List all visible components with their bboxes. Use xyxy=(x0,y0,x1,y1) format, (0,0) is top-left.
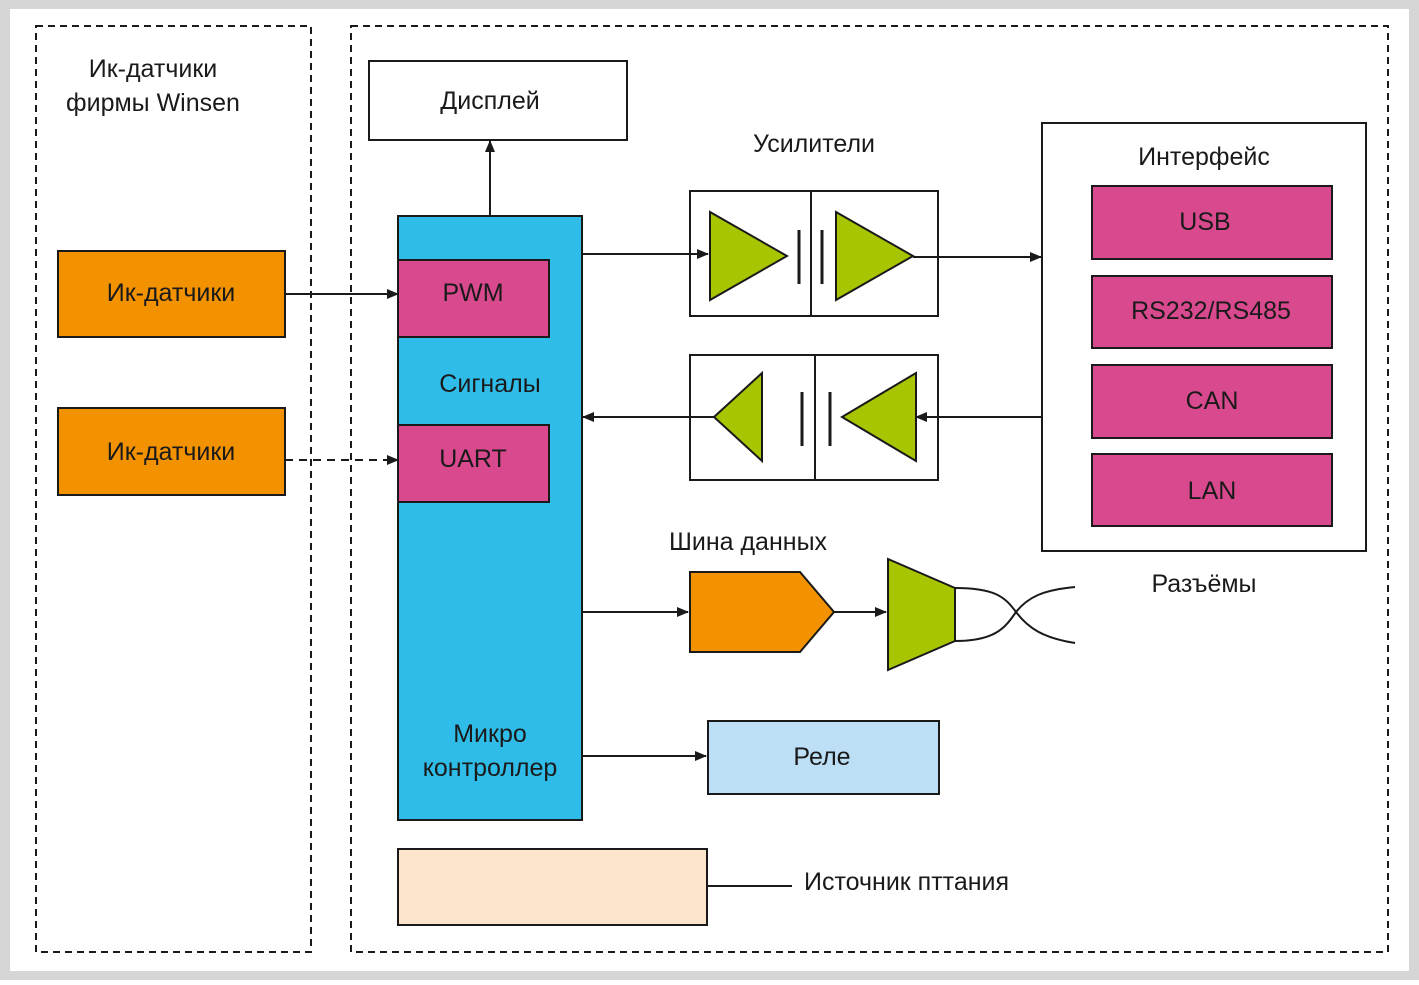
connectors-label: Разъёмы xyxy=(1151,570,1256,598)
interface-lan xyxy=(1091,453,1333,527)
sensors-title-line1: Ик-датчики xyxy=(89,55,218,83)
ir-sensor-box-1 xyxy=(57,250,286,338)
ir-sensor-label-2: Ик-датчики xyxy=(107,438,236,466)
interface-lan-label: LAN xyxy=(1188,477,1237,505)
mcu-label-line1: Микро xyxy=(453,720,527,748)
data-bus-encoder-shape xyxy=(689,571,836,653)
ir-sensor-box-2 xyxy=(57,407,286,496)
amplifier-triangle-icon xyxy=(712,370,763,464)
data-bus-title: Шина данных xyxy=(669,528,828,556)
display-box xyxy=(368,60,628,141)
amplifier-triangle-icon xyxy=(835,210,916,302)
device-group xyxy=(350,25,1389,953)
amplifiers-title: Усилители xyxy=(753,130,875,158)
ir-sensor-label-1: Ик-датчики xyxy=(107,279,236,307)
interface-rs232-rs485-label: RS232/RS485 xyxy=(1131,297,1291,325)
sensors-group xyxy=(35,25,312,953)
pwm-label: PWM xyxy=(442,279,503,307)
relay-box xyxy=(707,720,940,795)
mcu-label-line2: контроллер xyxy=(423,754,558,782)
power-supply-box xyxy=(397,848,708,926)
signals-label: Сигналы xyxy=(439,370,540,398)
amplifier-triangle-icon xyxy=(709,210,790,302)
interface-usb-label: USB xyxy=(1179,208,1230,236)
relay-label: Реле xyxy=(793,743,850,771)
interface-usb xyxy=(1091,185,1333,260)
display-label: Дисплей xyxy=(440,87,539,115)
interface-title: Интерфейс xyxy=(1138,143,1270,171)
interface-can xyxy=(1091,364,1333,439)
power-supply-label: Источник пттания xyxy=(804,868,1009,896)
interface-rs232-rs485 xyxy=(1091,275,1333,349)
interface-can-label: CAN xyxy=(1186,387,1239,415)
uart-block xyxy=(397,424,550,503)
bus-cable-connector-icon xyxy=(954,586,1076,644)
uart-label: UART xyxy=(439,445,507,473)
sensors-title-line2: фирмы Winsen xyxy=(66,89,240,117)
